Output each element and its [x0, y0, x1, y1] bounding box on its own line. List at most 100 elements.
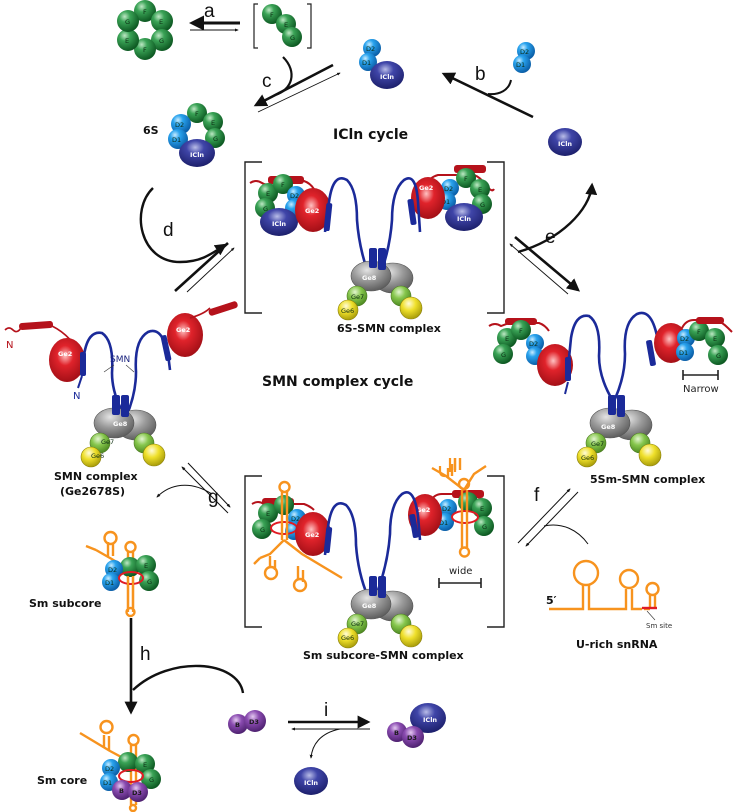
label-D3: D3	[132, 789, 142, 797]
label-G: G	[159, 37, 164, 45]
label-D2: D2	[444, 185, 453, 193]
label-G: G	[480, 201, 485, 209]
label-D2: D2	[529, 340, 538, 348]
step-c-arrows: c	[253, 56, 341, 113]
label-6s-smn-complex: 6S-SMN complex	[337, 322, 441, 335]
label-Ge2: Ge2	[416, 506, 430, 514]
label-D2: D2	[105, 765, 114, 773]
label-D1: D1	[103, 779, 112, 787]
snrna-right	[431, 458, 487, 558]
step-g-arrows: g	[156, 462, 231, 514]
label-sm-core: Sm core	[37, 774, 87, 787]
label-Ge2: Ge2	[419, 184, 433, 192]
step-label-f: f	[534, 485, 540, 506]
label-sm-site: Sm site	[646, 622, 672, 630]
label-E: E	[266, 510, 270, 518]
step-h-arrow: h	[124, 618, 245, 715]
label-E: E	[211, 119, 215, 127]
label-Ge7: Ge7	[351, 620, 364, 628]
label-D2: D2	[175, 121, 184, 129]
step-a-arrows: a	[189, 1, 240, 32]
step-b-arrow: b	[441, 64, 534, 119]
label-D1: D1	[362, 59, 371, 67]
step-f-arrows: f	[517, 485, 589, 547]
label-Ge2: Ge2	[58, 350, 72, 358]
label-F: F	[697, 328, 701, 336]
label-Ge6: Ge6	[581, 454, 594, 462]
label-E: E	[284, 21, 288, 29]
step-label-i: i	[324, 700, 328, 721]
label-Ge2: Ge2	[305, 207, 319, 215]
label-G: G	[716, 352, 721, 360]
icln-cycle-title: ICln cycle	[333, 127, 408, 143]
label-E: E	[125, 37, 129, 45]
label-n-terminus-smn: N	[73, 391, 80, 402]
label-wide: wide	[449, 566, 472, 577]
free-icln: ICln	[548, 128, 582, 156]
step-e-arrows: e	[509, 182, 598, 295]
label-G: G	[501, 351, 506, 359]
6s-smn-complex: E F G D2 ICln Ge2 F E G D2 D1 ICln Ge2 G…	[244, 161, 505, 321]
label-Ge6: Ge6	[91, 452, 104, 460]
step-label-e: e	[545, 227, 556, 248]
step-label-d: d	[163, 220, 174, 241]
5sm-smn-complex: E F G D2 D2 D1 F E G Narrow Ge8 Ge7 Ge6	[488, 311, 733, 468]
released-icln: ICln	[294, 767, 328, 795]
label-F: F	[281, 181, 285, 189]
label-G: G	[147, 578, 152, 586]
label-Ge8: Ge8	[113, 420, 128, 428]
label-D1: D1	[172, 136, 181, 144]
step-label-a: a	[204, 1, 215, 22]
b-d3-dimer: B D3	[228, 710, 266, 734]
label-F: F	[464, 175, 468, 183]
label-B: B	[394, 729, 399, 737]
wide-scale-bar	[438, 578, 482, 588]
label-Ge6: Ge6	[341, 634, 354, 642]
u-rich-snrna: Sm site 5′	[546, 559, 672, 630]
label-G: G	[149, 776, 154, 784]
label-Ge2: Ge2	[176, 326, 190, 334]
label-G: G	[213, 135, 218, 143]
label-F: F	[519, 327, 523, 335]
label-ICln: ICln	[304, 779, 318, 787]
label-Ge7: Ge7	[101, 438, 114, 446]
label-G: G	[260, 526, 265, 534]
6s-complex: F E G D2 D1 ICln	[168, 103, 225, 167]
icln-d1d2-complex: D2 D1 ICln	[359, 39, 404, 89]
label-smn-complex: SMN complex	[54, 470, 138, 483]
label-5sm-smn-complex: 5Sm-SMN complex	[590, 473, 705, 486]
label-D1: D1	[439, 519, 448, 527]
label-D2: D2	[290, 192, 299, 200]
label-F: F	[143, 8, 147, 16]
sm-core: E G D2 D1 B D3	[79, 719, 161, 812]
label-n-terminus-ge2: N	[6, 340, 13, 351]
label-ICln: ICln	[457, 215, 471, 223]
label-E: E	[144, 562, 148, 570]
label-E: E	[505, 335, 509, 343]
step-label-c: c	[262, 71, 272, 92]
label-5-prime: 5′	[546, 594, 557, 607]
label-smn: SMN	[110, 355, 130, 365]
label-sm-subcore-smn-complex: Sm subcore-SMN complex	[303, 649, 464, 662]
step-label-g: g	[208, 487, 219, 508]
label-F: F	[195, 110, 199, 118]
step-i-arrows: i	[288, 700, 371, 759]
label-D2: D2	[520, 48, 529, 56]
label-G: G	[263, 205, 268, 213]
label-D3: D3	[249, 718, 259, 726]
sm-subcore: E G D2 D1	[85, 530, 159, 618]
label-Ge8: Ge8	[362, 602, 377, 610]
label-F: F	[270, 11, 274, 19]
label-E: E	[478, 186, 482, 194]
label-D2: D2	[680, 335, 689, 343]
label-E: E	[159, 18, 163, 26]
label-Ge2: Ge2	[305, 531, 319, 539]
label-Ge8: Ge8	[362, 274, 377, 282]
d1d2-dimer: D2 D1	[513, 42, 535, 73]
label-sm-subcore: Sm subcore	[29, 597, 101, 610]
label-ICln: ICln	[380, 73, 394, 81]
label-6s: 6S	[143, 124, 159, 137]
label-D2: D2	[108, 566, 117, 574]
